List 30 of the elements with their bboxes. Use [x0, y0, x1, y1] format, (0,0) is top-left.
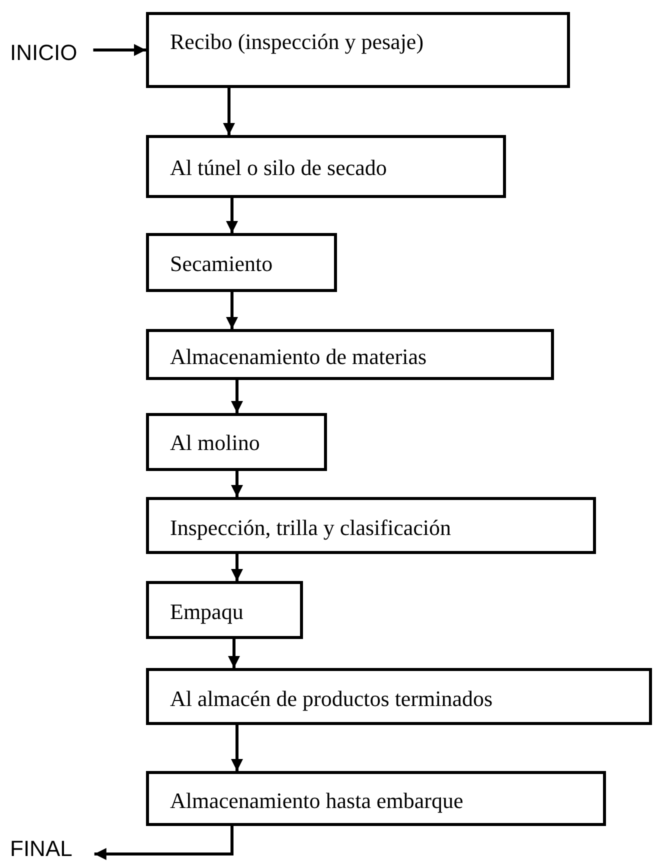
arrow — [93, 44, 146, 56]
arrow — [231, 469, 243, 497]
step-label: Empaqu — [170, 599, 244, 625]
step-label: Al molino — [170, 430, 260, 456]
step-label: Inspección, trilla y clasificación — [170, 515, 451, 541]
process-box — [146, 233, 337, 292]
process-box — [146, 413, 327, 471]
step-label: Al almacén de productos terminados — [170, 686, 493, 712]
process-box — [146, 135, 506, 198]
step-label: Secamiento — [170, 251, 273, 277]
arrow — [228, 637, 240, 668]
arrow — [226, 290, 238, 329]
arrow — [231, 378, 243, 413]
step-label: Recibo (inspección y pesaje) — [170, 29, 424, 55]
process-box — [146, 497, 596, 554]
process-box — [146, 668, 652, 725]
process-box — [146, 771, 606, 826]
arrow — [226, 196, 238, 233]
process-box — [146, 12, 570, 88]
step-label: Almacenamiento de materias — [170, 344, 427, 370]
arrow — [223, 86, 235, 135]
arrow — [231, 552, 243, 581]
terminal-label: FINAL — [10, 836, 72, 861]
arrow — [231, 723, 243, 771]
step-label: Al túnel o silo de secado — [170, 155, 387, 181]
terminal-label: INICIO — [10, 40, 78, 66]
step-label: Almacenamiento hasta embarque — [170, 788, 464, 814]
process-box — [146, 329, 554, 380]
arrow — [94, 826, 234, 860]
process-box — [146, 581, 303, 639]
